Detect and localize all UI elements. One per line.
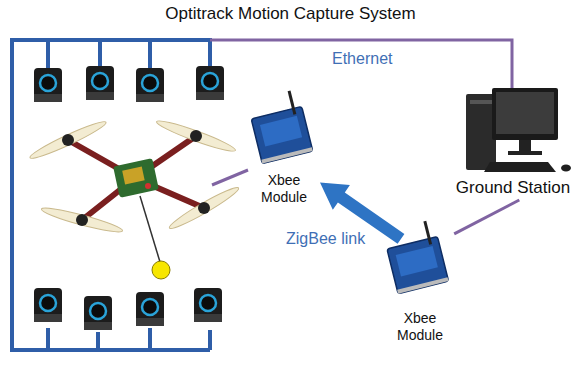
node-label: Xbee Module bbox=[391, 310, 449, 344]
xbee-module: Xbee Module bbox=[244, 96, 324, 210]
xbee-module: Xbee Module bbox=[382, 224, 458, 348]
link-label: Ethernet bbox=[332, 50, 392, 68]
camera-row bbox=[34, 66, 224, 330]
ethernet-line bbox=[210, 40, 512, 88]
ground-station: Ground Station bbox=[450, 82, 576, 200]
edge-label: ZigBee link bbox=[284, 230, 367, 248]
radio-wire bbox=[212, 170, 248, 185]
diagram-title: Optitrack Motion Capture System bbox=[0, 4, 581, 24]
computer-icon bbox=[466, 88, 571, 172]
link-line bbox=[454, 200, 519, 234]
quadrotor bbox=[28, 117, 241, 279]
xbee-icon bbox=[247, 89, 313, 164]
node-label: Xbee Module bbox=[255, 172, 313, 206]
camera-wiring bbox=[10, 38, 210, 352]
node-label: Ground Station bbox=[456, 178, 570, 198]
